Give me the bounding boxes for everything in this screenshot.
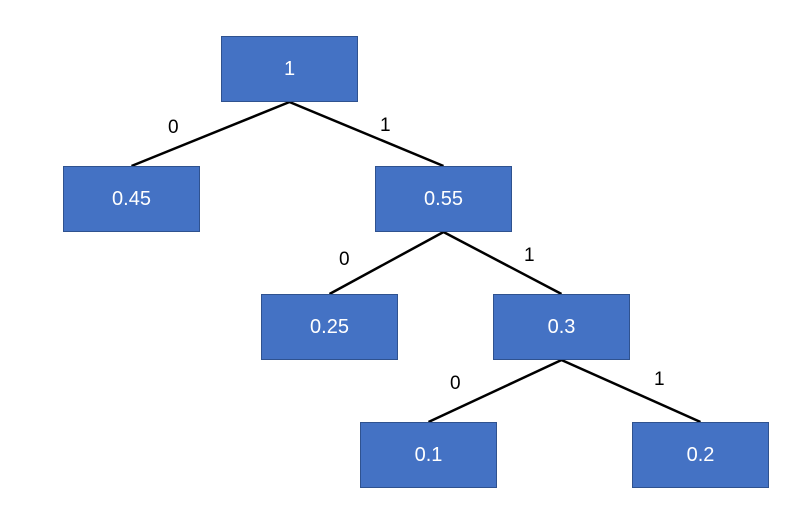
edge-label-root-n045: 0 — [168, 117, 179, 138]
edge-label-n055-n03: 1 — [524, 245, 535, 266]
node-n03: 0.3 — [493, 294, 630, 360]
node-n045: 0.45 — [63, 166, 200, 232]
edge-root-n055 — [289, 100, 444, 168]
node-label: 0.2 — [686, 443, 715, 466]
edge-n055-n03 — [442, 230, 563, 296]
node-root: 1 — [221, 36, 358, 102]
edge-root-n045 — [131, 100, 290, 168]
node-n025: 0.25 — [261, 294, 398, 360]
edge-n03-n01 — [427, 358, 563, 424]
node-n01: 0.1 — [360, 422, 497, 488]
node-n02: 0.2 — [632, 422, 769, 488]
node-n055: 0.55 — [375, 166, 512, 232]
node-label: 0.25 — [310, 315, 349, 338]
edge-label-n03-n02: 1 — [654, 369, 665, 390]
edge-label-n03-n01: 0 — [450, 373, 461, 394]
node-label: 0.3 — [547, 315, 576, 338]
node-label: 0.45 — [112, 187, 151, 210]
edge-label-root-n055: 1 — [380, 115, 391, 136]
node-label: 0.1 — [414, 443, 443, 466]
node-label: 1 — [283, 57, 296, 80]
node-label: 0.55 — [424, 187, 463, 210]
edge-label-n055-n025: 0 — [339, 249, 350, 270]
edge-n03-n02 — [560, 358, 702, 424]
edge-n055-n025 — [328, 230, 445, 296]
